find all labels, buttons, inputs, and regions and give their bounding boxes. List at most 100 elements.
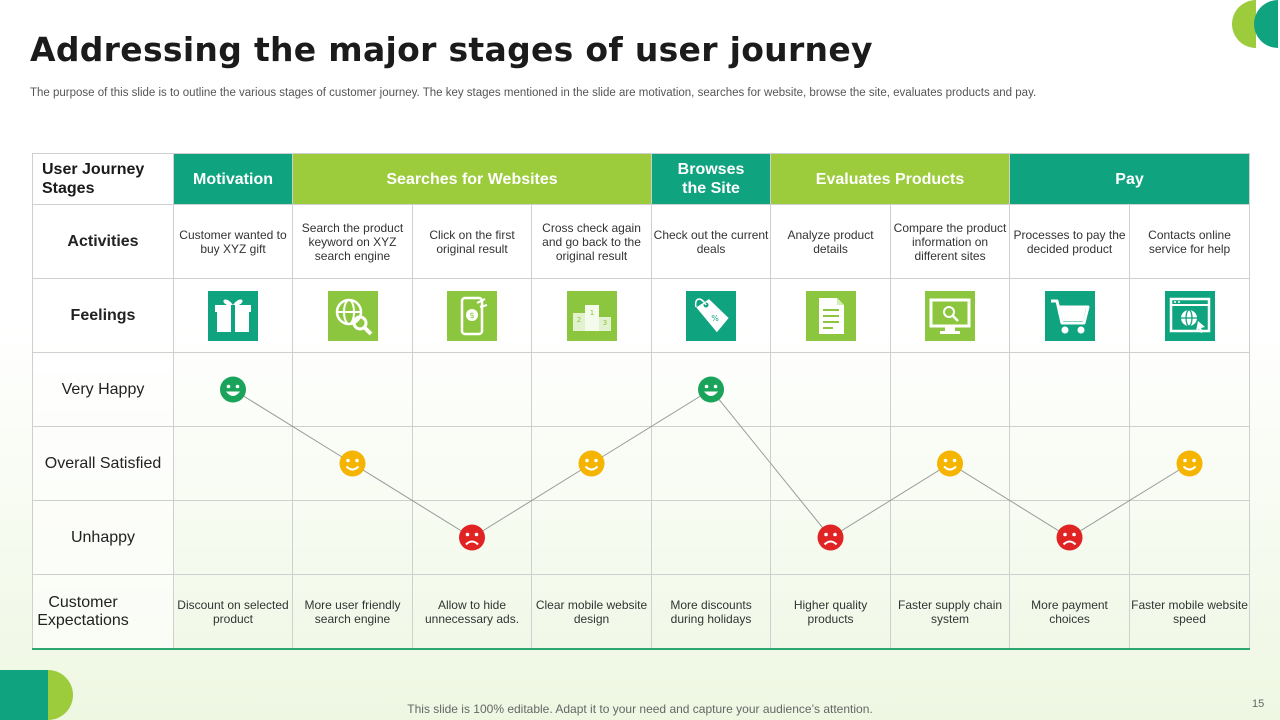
slide-title: Addressing the major stages of user jour… <box>30 30 873 69</box>
shopping-cart-icon <box>1050 299 1090 333</box>
mood-grid-cell <box>651 500 772 575</box>
slide-subtitle: The purpose of this slide is to outline … <box>30 87 1037 99</box>
expectation-cell: More payment choices <box>1009 574 1131 650</box>
mood-grid-cell <box>1009 500 1131 575</box>
corner-decoration-top-right <box>1232 0 1278 48</box>
feeling-icon-tile <box>1164 290 1215 341</box>
stage-evaluates-products: Evaluates Products <box>770 153 1011 205</box>
activity-cell: Contacts online service for help <box>1129 204 1251 279</box>
mood-grid-cell <box>770 500 892 575</box>
svg-text:$: $ <box>469 311 474 320</box>
svg-text:%: % <box>711 314 719 323</box>
feeling-icon-tile: $ <box>447 290 497 341</box>
discount-tag-icon: % <box>694 297 729 332</box>
document-icon <box>818 297 844 334</box>
row-label-customer-expectations: Customer Expectations <box>32 574 174 650</box>
activity-cell: Customer wanted to buy XYZ gift <box>173 204 293 279</box>
svg-text:3: 3 <box>602 319 606 327</box>
feeling-cell: $ <box>412 278 532 353</box>
activity-cell: Processes to pay the decided product <box>1009 204 1131 279</box>
svg-text:2: 2 <box>576 316 580 324</box>
gift-icon <box>215 299 251 332</box>
feeling-cell <box>770 278 892 353</box>
stage-browses-the-site: Browses the Site <box>651 153 772 205</box>
mood-grid-cell <box>173 500 293 575</box>
feeling-icon-tile: % <box>686 290 737 341</box>
row-label-very-happy: Very Happy <box>32 352 174 427</box>
activity-cell: Click on the first original result <box>412 204 532 279</box>
very-happy-row: Very Happy <box>32 352 1251 427</box>
expectation-cell: Higher quality products <box>770 574 892 650</box>
stage-searches-for-websites: Searches for Websites <box>291 153 653 205</box>
mood-grid-cell <box>890 500 1011 575</box>
mood-grid-cell <box>530 500 653 575</box>
web-search-icon <box>335 298 372 335</box>
mood-grid-cell <box>292 500 413 575</box>
expectation-cell: Faster mobile website speed <box>1129 574 1251 650</box>
mood-grid-cell <box>770 426 892 501</box>
stage-label: User Journey Stages <box>32 153 174 205</box>
mood-grid-cell <box>651 426 772 501</box>
mobile-payment-icon: $ <box>460 296 488 335</box>
row-label-feelings: Feelings <box>32 278 174 353</box>
svg-text:1: 1 <box>589 309 593 317</box>
mood-grid-cell <box>530 426 653 501</box>
mood-grid-cell <box>292 352 413 427</box>
monitor-search-icon <box>929 298 971 334</box>
feeling-cell <box>292 278 413 353</box>
mood-grid-cell <box>1129 352 1251 427</box>
mood-grid-cell <box>1009 352 1131 427</box>
feeling-cell <box>1009 278 1131 353</box>
feeling-icon-tile <box>925 290 976 341</box>
activity-cell: Check out the current deals <box>651 204 772 279</box>
expectation-cell: Clear mobile website design <box>530 574 653 650</box>
feeling-icon-tile <box>208 290 258 341</box>
row-label-overall-satisfied: Overall Satisfied <box>32 426 174 501</box>
mood-grid-cell <box>173 426 293 501</box>
unhappy-row: Unhappy <box>32 500 1251 575</box>
overall-satisfied-row: Overall Satisfied <box>32 426 1251 501</box>
web-browser-icon <box>1169 297 1210 333</box>
mood-grid-cell <box>651 352 772 427</box>
feeling-icon-tile: 1 2 3 <box>566 290 617 341</box>
mood-grid-cell <box>890 426 1011 501</box>
feeling-cell: % <box>651 278 772 353</box>
customer-expectations-row: Customer Expectations Discount on select… <box>32 574 1251 650</box>
feeling-cell <box>173 278 293 353</box>
podium-icon: 1 2 3 <box>572 304 611 331</box>
stage-header-row: User Journey Stages Motivation Searches … <box>32 153 1251 205</box>
stage-pay: Pay <box>1009 153 1251 205</box>
feeling-icon-tile <box>805 290 856 341</box>
stage-motivation: Motivation <box>173 153 293 205</box>
mood-grid-cell <box>412 500 532 575</box>
mood-grid-cell <box>412 426 532 501</box>
page-number: 15 <box>1252 698 1265 710</box>
expectation-cell: Faster supply chain system <box>890 574 1011 650</box>
activity-cell: Analyze product details <box>770 204 892 279</box>
activity-cell: Search the product keyword on XYZ search… <box>292 204 413 279</box>
user-journey-table: User Journey Stages Motivation Searches … <box>32 153 1251 650</box>
mood-grid-cell <box>770 352 892 427</box>
feeling-icon-tile <box>327 290 378 341</box>
mood-grid-cell <box>530 352 653 427</box>
expectation-cell: Discount on selected product <box>173 574 293 650</box>
expectation-cell: Allow to hide unnecessary ads. <box>412 574 532 650</box>
mood-grid-cell <box>1129 426 1251 501</box>
footer-note: This slide is 100% editable. Adapt it to… <box>407 702 873 716</box>
row-label-activities: Activities <box>32 204 174 279</box>
mood-grid-cell <box>173 352 293 427</box>
mood-grid-cell <box>412 352 532 427</box>
activities-row: Activities Customer wanted to buy XYZ gi… <box>32 204 1251 279</box>
expectation-cell: More discounts during holidays <box>651 574 772 650</box>
mood-grid-cell <box>1009 426 1131 501</box>
feelings-row: Feelings $1 2 3% <box>32 278 1251 353</box>
feeling-icon-tile <box>1044 290 1095 341</box>
activity-cell: Cross check again and go back to the ori… <box>530 204 653 279</box>
row-label-unhappy: Unhappy <box>32 500 174 575</box>
mood-grid-cell <box>292 426 413 501</box>
feeling-cell <box>1129 278 1251 353</box>
mood-grid-cell <box>1129 500 1251 575</box>
expectation-cell: More user friendly search engine <box>292 574 413 650</box>
activity-cell: Compare the product information on diffe… <box>890 204 1011 279</box>
mood-grid-cell <box>890 352 1011 427</box>
